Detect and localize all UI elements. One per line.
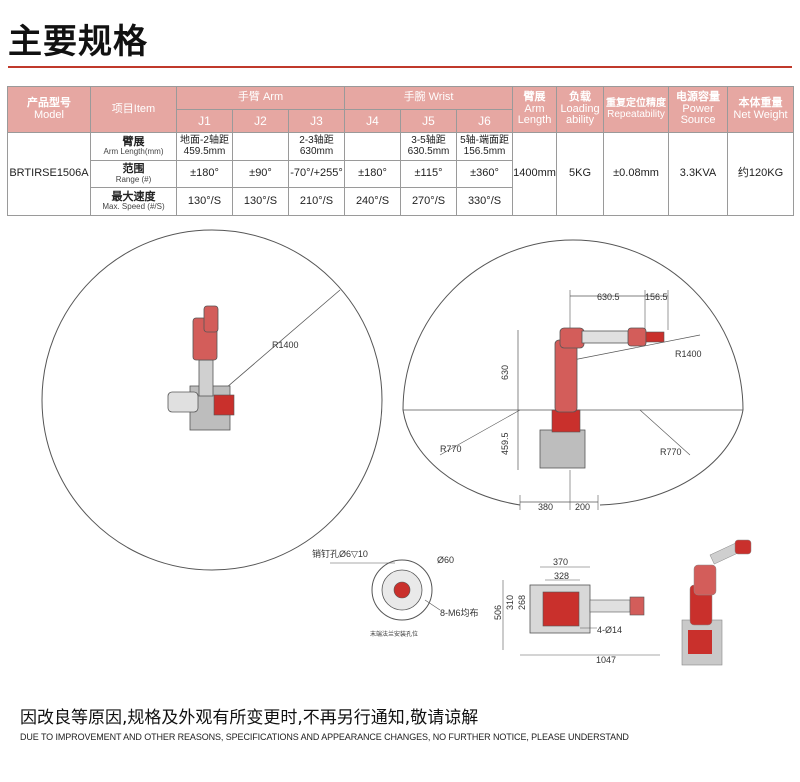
cell-j3-speed: 210°/S <box>287 187 346 216</box>
footer-notice-en: DUE TO IMPROVEMENT AND OTHER REASONS, SP… <box>20 732 629 742</box>
top-view-radius-label: R1400 <box>272 340 299 350</box>
cell-j6-speed: 330°/S <box>456 187 514 216</box>
side-view-radius-label: R1400 <box>675 349 702 359</box>
header-j4: J4 <box>344 109 402 133</box>
technical-drawings: R1400 R1400 630.5 156.5 630 459.5 R770 R… <box>41 229 752 666</box>
model-cell: BRTIRSE1506A <box>7 132 91 216</box>
base-dim-328: 328 <box>554 571 569 581</box>
page-title: 主要规格 <box>8 22 148 62</box>
side-view-lower-arc-left <box>402 409 521 506</box>
header-item: 项目Item <box>90 86 177 133</box>
cell-j2-range: ±90° <box>232 160 289 188</box>
base-dim-268: 268 <box>517 595 527 610</box>
flange-caption: 末端法兰安装孔位 <box>370 630 418 638</box>
cell-j4-range: ±180° <box>344 160 402 188</box>
header-arm: 手臂 Arm <box>175 86 346 110</box>
cell-j5-range: ±115° <box>400 160 458 188</box>
base-dim-370: 370 <box>553 557 568 567</box>
side-view-dim-380: 380 <box>538 502 553 512</box>
side-view-reach-arc <box>402 239 744 411</box>
header-j1: J1 <box>176 109 233 133</box>
cell-j3-range: -70°/+255° <box>287 160 346 188</box>
side-view-robot <box>539 327 665 469</box>
cell-j1-speed: 130°/S <box>176 187 233 216</box>
weight-value: 约120KG <box>727 132 795 216</box>
base-drawing: 370 328 506 310 268 4-Ø14 1047 <box>493 557 660 665</box>
base-holes-label: 4-Ø14 <box>597 625 622 635</box>
side-view-dim-459-5: 459.5 <box>500 432 510 455</box>
cell-j2-speed: 130°/S <box>232 187 289 216</box>
header-j2: J2 <box>232 109 289 133</box>
cell-j2-arm <box>232 132 289 161</box>
header-j6: J6 <box>456 109 514 133</box>
flange-drawing: 销钉孔Ø6▽10 Ø60 8-M6均布 末端法兰安装孔位 <box>312 548 479 638</box>
side-view-dim-630-5: 630.5 <box>597 292 620 302</box>
header-wrist: 手腕 Wrist <box>344 86 514 110</box>
footer-notice-cn: 因改良等原因,规格及外观有所变更时,不再另行通知,敬请谅解 <box>20 708 479 728</box>
side-view-drawing: R1400 630.5 156.5 630 459.5 R770 R770 38… <box>402 239 744 512</box>
flange-holes-label: 8-M6均布 <box>440 607 479 618</box>
top-view-drawing: R1400 <box>41 229 383 571</box>
robot-3d-render <box>681 539 752 666</box>
repeatability-value: ±0.08mm <box>603 132 670 216</box>
side-view-dim-200: 200 <box>575 502 590 512</box>
cell-j5-speed: 270°/S <box>400 187 458 216</box>
power-value: 3.3KVA <box>668 132 729 216</box>
flange-pin-label: 销钉孔Ø6▽10 <box>312 548 368 559</box>
cell-j4-speed: 240°/S <box>344 187 402 216</box>
loading-value: 5KG <box>556 132 605 216</box>
header-j3: J3 <box>287 109 346 133</box>
base-dim-506: 506 <box>493 605 503 620</box>
flange-diameter-label: Ø60 <box>437 555 454 565</box>
title-divider <box>8 66 792 68</box>
cell-j6-range: ±360° <box>456 160 514 188</box>
top-view-radius-line <box>211 289 341 401</box>
top-view-reach-circle <box>41 229 383 571</box>
top-view-robot <box>167 305 235 431</box>
side-view-dim-630: 630 <box>500 365 510 380</box>
base-dim-1047: 1047 <box>596 655 616 665</box>
header-j5: J5 <box>400 109 458 133</box>
side-view-r770-right: R770 <box>660 447 682 457</box>
cell-j4-arm <box>344 132 402 161</box>
side-view-r770-left: R770 <box>440 444 462 454</box>
cell-j1-range: ±180° <box>176 160 233 188</box>
side-view-dim-156-5: 156.5 <box>645 292 668 302</box>
base-dim-310: 310 <box>505 595 515 610</box>
side-view-lower-arc-right <box>599 409 744 506</box>
arm-length-value: 1400mm <box>512 132 558 216</box>
